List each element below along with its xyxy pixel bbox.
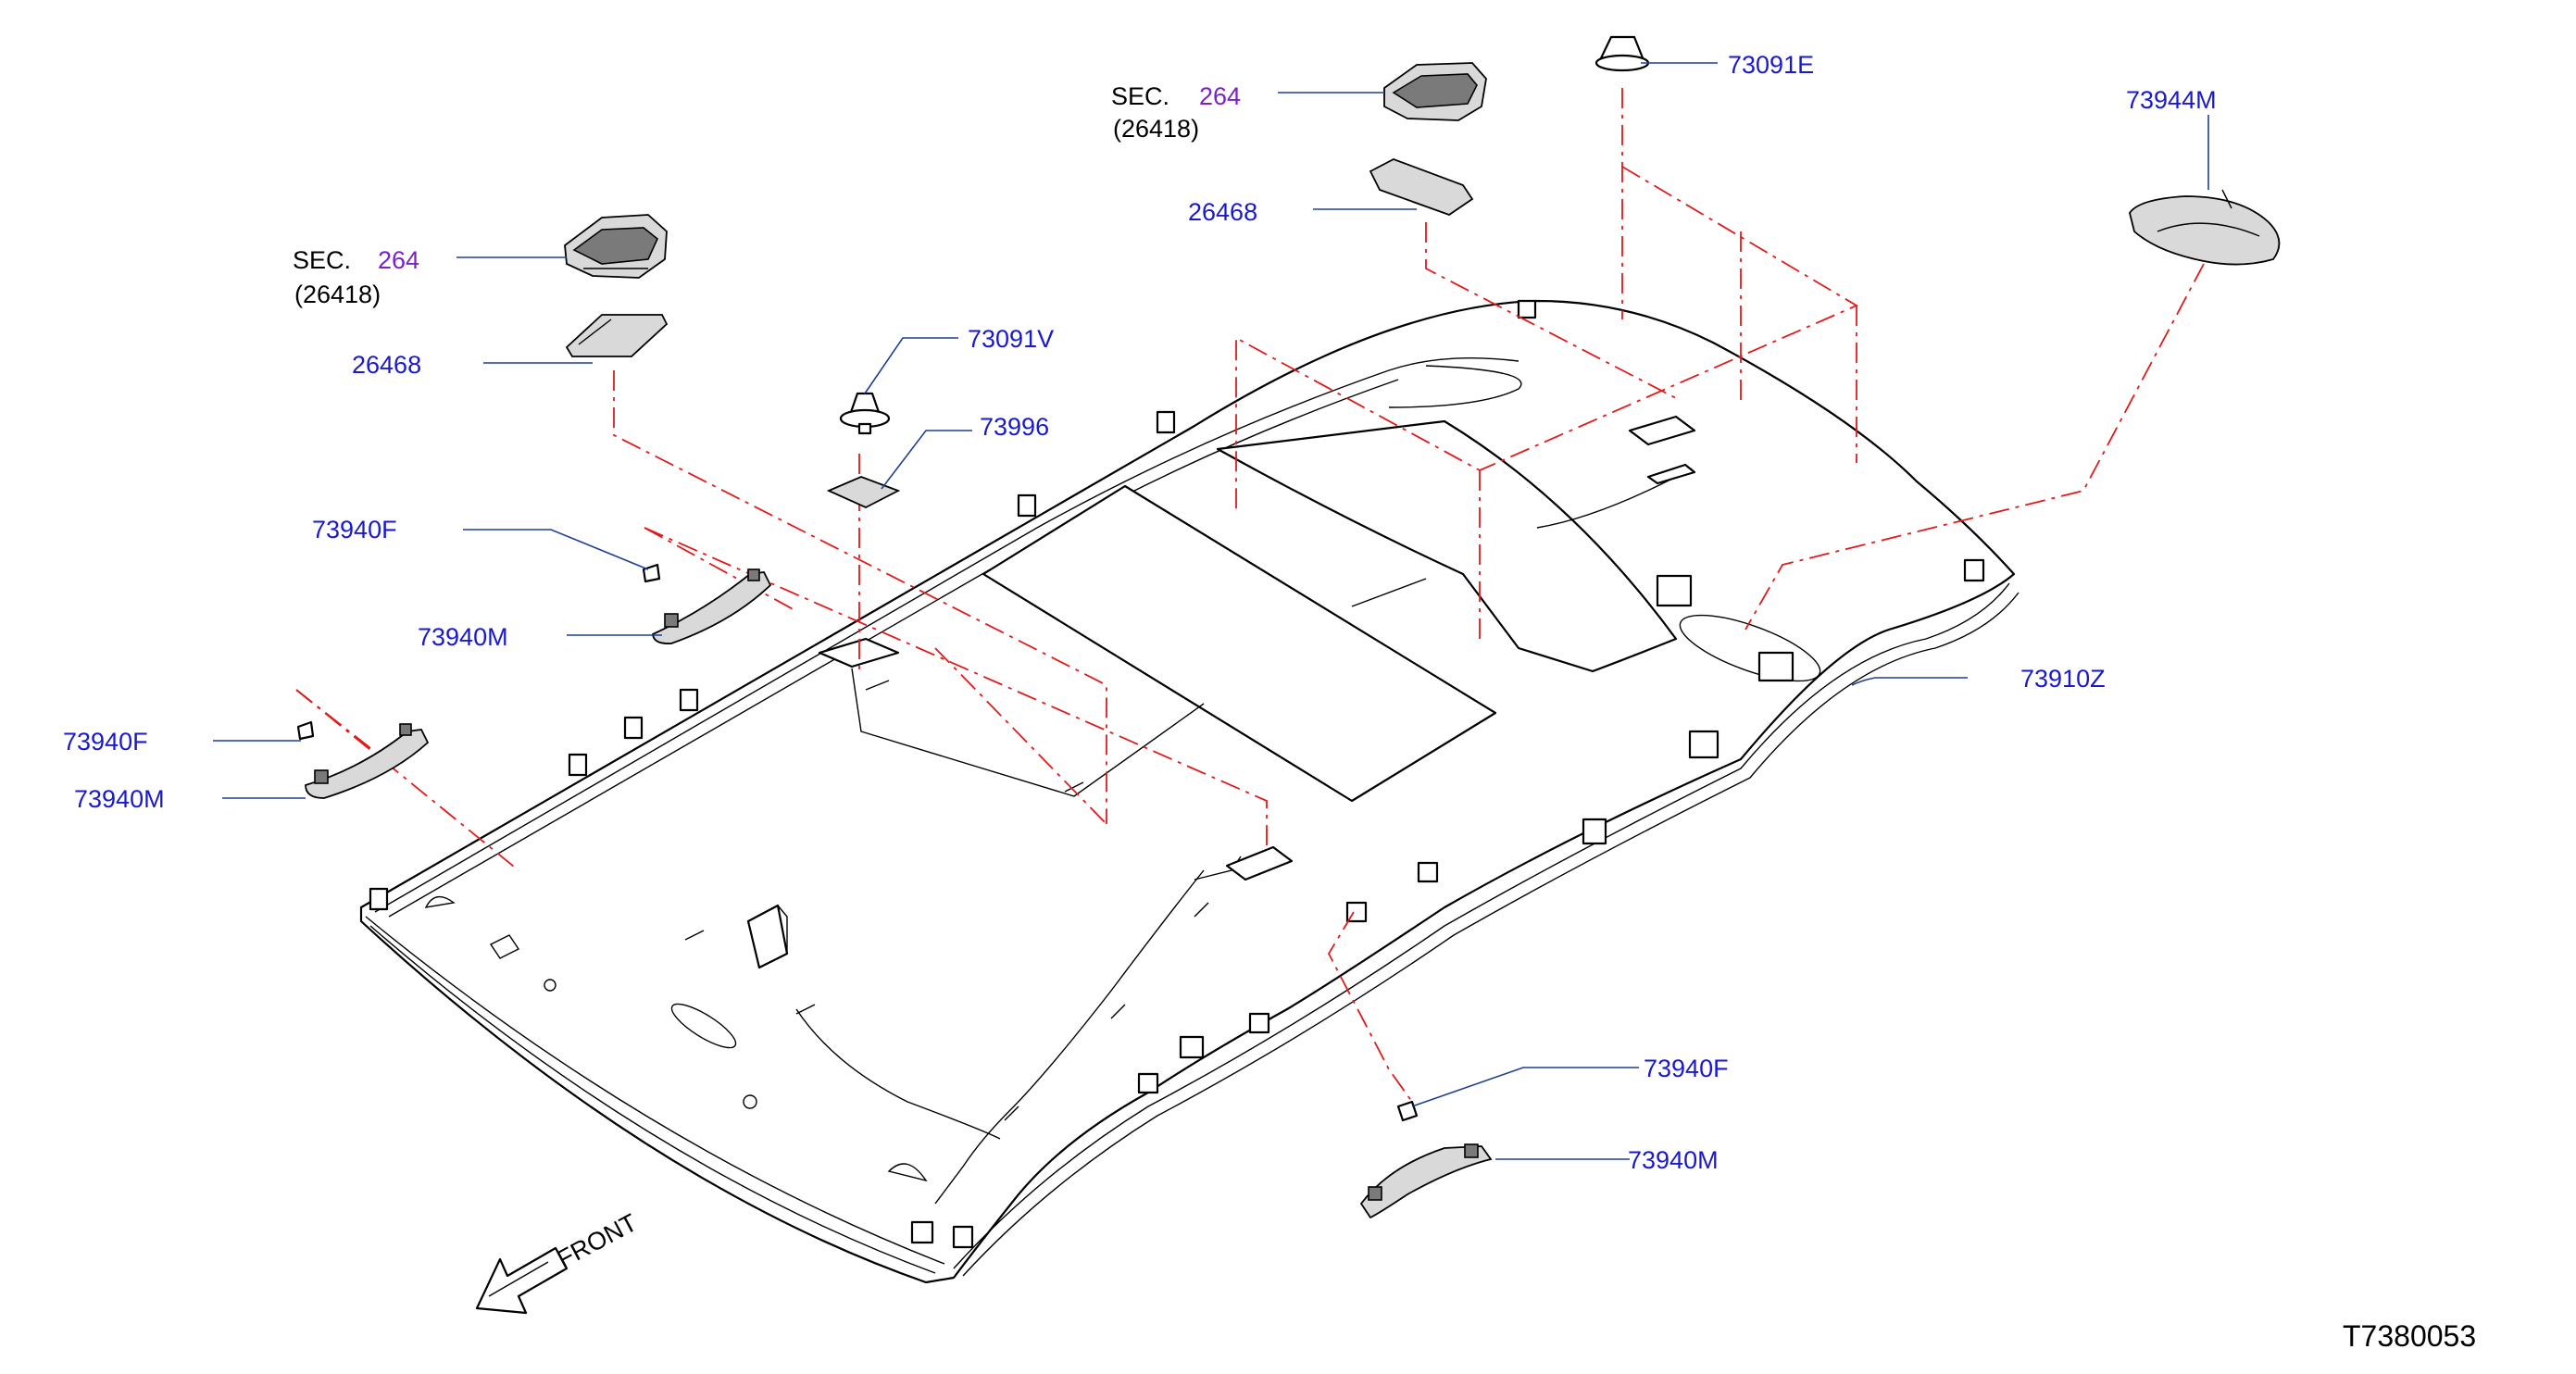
part-73940M-b-label[interactable]: 73940M [74,785,165,813]
map-lamp-icon [564,214,668,279]
part-73940F-b-label[interactable]: 73940F [63,728,148,756]
assist-grip-icon [305,723,430,799]
part-leaders [213,62,2209,1160]
lamp-bracket-icon [565,314,669,357]
map-lamp-icon [1383,62,1487,121]
part-73091V-label[interactable]: 73091V [968,325,1054,353]
clip-icon [1396,1100,1419,1122]
part-73940F-c-label[interactable]: 73940F [1644,1055,1729,1082]
clip-icon [642,563,661,583]
front-label: FRONT [553,1208,642,1273]
sec-ref-number-b[interactable]: 264 [1199,82,1241,110]
front-arrow-icon [475,1246,569,1315]
part-73091E-label[interactable]: 73091E [1728,51,1814,79]
grip-cover-icon [2129,189,2281,266]
pad-icon [826,476,901,508]
part-73940M-a-label[interactable]: 73940M [418,623,508,651]
lamp-bracket-icon [1369,158,1474,217]
headlining-icon [359,299,2020,1284]
clip-icon [296,720,315,741]
clip-icon [1594,35,1650,72]
sec-ref-sub-a: (26418) [294,281,381,308]
clip-icon [839,392,891,435]
part-73940F-a-label[interactable]: 73940F [312,516,397,543]
sec-ref-text-b: SEC. [1111,82,1169,110]
part-26468-a-label[interactable]: 26468 [352,351,421,379]
sec-ref-text-a: SEC. [293,246,351,274]
sec-ref-number-a[interactable]: 264 [378,246,419,274]
drawing-number: T7380053 [2343,1319,2476,1353]
part-73996-label[interactable]: 73996 [980,413,1049,441]
assist-grip-icon [652,568,772,644]
sec-ref-sub-b: (26418) [1113,115,1199,143]
part-73910Z-label[interactable]: 73910Z [2020,665,2106,693]
assist-grip-icon [1359,1143,1493,1219]
part-73940M-c-label[interactable]: 73940M [1628,1146,1719,1174]
dashed-reference-lines [295,88,2205,1103]
part-26468-b-label[interactable]: 26468 [1188,198,1257,226]
part-73944M-label[interactable]: 73944M [2126,86,2217,114]
